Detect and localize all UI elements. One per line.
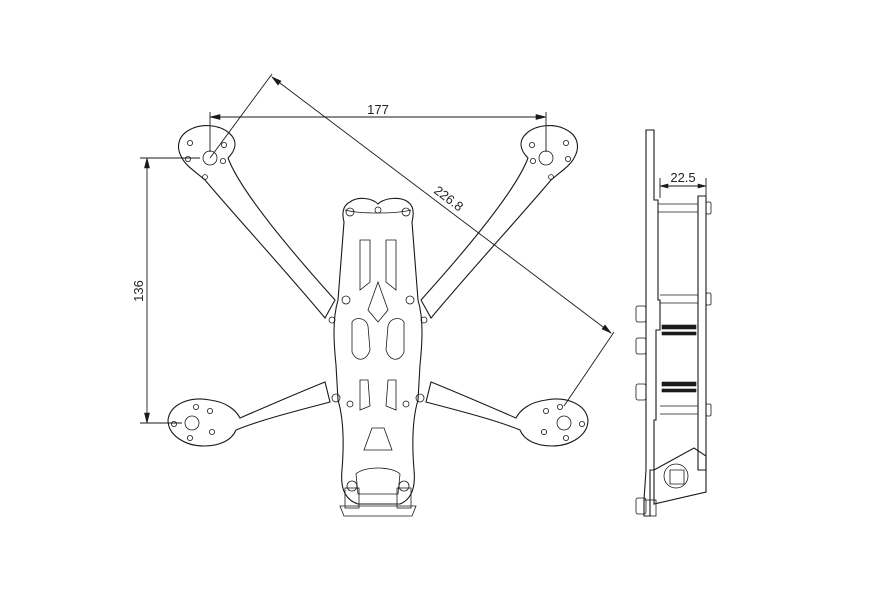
arm-rear-left bbox=[167, 381, 331, 447]
motor-hole bbox=[538, 150, 554, 166]
dimension-height-label: 136 bbox=[131, 280, 146, 302]
dimension-diagonal-label: 226.8 bbox=[431, 183, 466, 215]
dimension-height: 136 bbox=[131, 157, 200, 424]
dimension-side: 22.5 bbox=[659, 170, 707, 198]
top-view: 177 136 226.8 bbox=[131, 73, 615, 517]
dimension-width: 177 bbox=[209, 102, 547, 152]
arm-rear-right bbox=[425, 381, 589, 447]
dimension-side-label: 22.5 bbox=[670, 170, 695, 185]
motor-hole bbox=[556, 415, 572, 431]
dimension-diagonal: 226.8 bbox=[209, 73, 615, 407]
arm-front-left bbox=[177, 125, 336, 319]
body-plate bbox=[328, 197, 428, 517]
dimension-width-label: 177 bbox=[367, 102, 389, 117]
motor-hole bbox=[184, 415, 200, 431]
arm-front-right bbox=[420, 125, 579, 319]
side-view: 22.5 bbox=[635, 129, 712, 517]
